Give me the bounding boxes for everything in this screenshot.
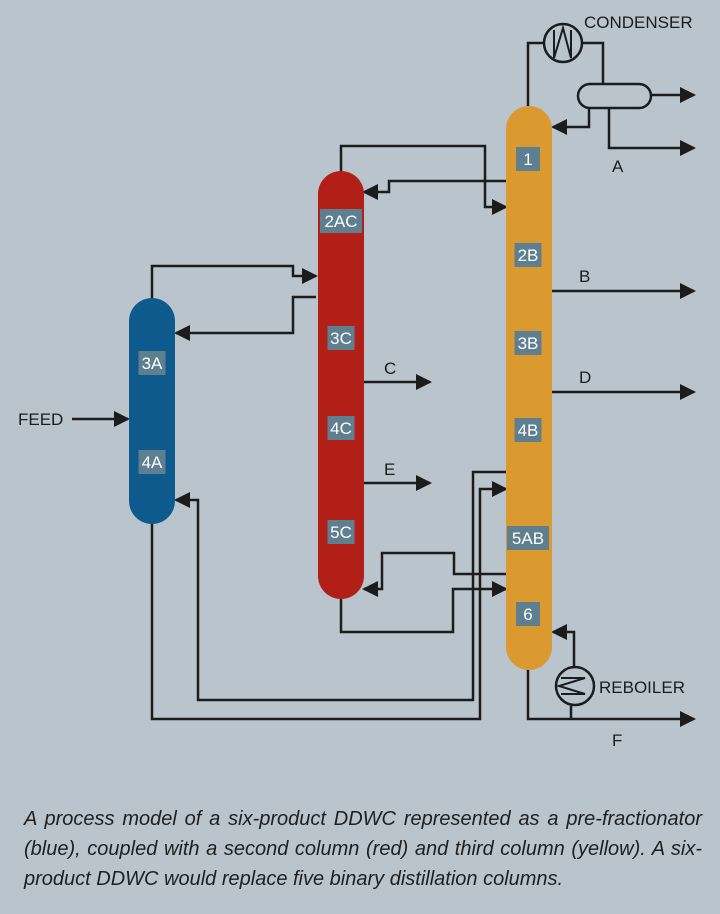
figure-caption: A process model of a six-product DDWC re…	[24, 808, 702, 890]
product-label-c: C	[384, 359, 396, 378]
section-tag-6: 6	[516, 602, 540, 626]
section-tag-label: 4A	[142, 453, 163, 472]
section-tag-4c: 4C	[327, 416, 355, 440]
reboiler-label: REBOILER	[599, 678, 685, 697]
section-tag-label: 6	[523, 605, 532, 624]
section-tag-box	[320, 209, 362, 233]
condenser-icon	[542, 22, 584, 64]
product-label-b: B	[579, 267, 590, 286]
pipe-yellow-bottom-to-product-f	[526, 669, 696, 727]
section-tag-label: 3C	[330, 329, 352, 348]
section-tag-label: 4B	[518, 421, 539, 440]
reflux-drum-icon	[576, 82, 653, 110]
section-tag-4b: 4B	[514, 418, 542, 442]
reboiler-coil	[555, 677, 586, 695]
reboiler	[554, 665, 596, 707]
column-second	[318, 171, 364, 599]
section-tag-2ac: 2AC	[320, 209, 362, 233]
product-label-f: F	[612, 731, 622, 750]
pipe-red-to-blue-top	[174, 295, 316, 341]
pipe-yellow-to-blue-bottom	[174, 470, 506, 702]
condenser-coil	[553, 24, 572, 59]
product-label-d: D	[579, 368, 591, 387]
column-third	[506, 106, 552, 670]
section-tag-box	[327, 520, 355, 544]
pipe-product-a	[607, 108, 696, 156]
section-tag-2b: 2B	[514, 243, 542, 267]
feed-label: FEED	[18, 410, 63, 429]
pipe-blue-top-to-red	[150, 264, 318, 298]
section-tag-label: 5C	[330, 523, 352, 542]
pipe-red-bottom-to-yellow	[339, 581, 508, 634]
section-tag-3c: 3C	[327, 326, 355, 350]
section-tag-label: 2B	[518, 246, 539, 265]
pipe-blue-bottom-to-yellow	[150, 481, 508, 721]
section-tag-box	[516, 602, 540, 626]
product-label-a: A	[612, 157, 624, 176]
condenser-label: CONDENSER	[584, 13, 693, 32]
section-tag-3a: 3A	[138, 351, 166, 375]
column-prefractionator	[129, 298, 175, 524]
section-tag-5c: 5C	[327, 520, 355, 544]
section-tag-4a: 4A	[138, 450, 166, 474]
section-tag-1: 1	[516, 147, 540, 171]
section-tag-label: 2AC	[324, 212, 357, 231]
pipe-red-top-to-yellow	[339, 144, 508, 215]
pipe-condenser-to-drum	[583, 41, 605, 84]
pipe-drum-reflux	[551, 108, 591, 135]
section-tag-box	[327, 326, 355, 350]
section-tag-box	[514, 331, 542, 355]
condenser	[542, 22, 584, 64]
section-tag-5ab: 5AB	[507, 526, 549, 550]
pipe-yellow-top-to-condenser	[526, 41, 543, 106]
section-tag-label: 3B	[518, 334, 539, 353]
section-tag-label: 5AB	[512, 529, 544, 548]
section-tag-box	[507, 526, 549, 550]
section-tag-box	[516, 147, 540, 171]
pipe-yellow-to-red-top	[362, 179, 506, 200]
section-tag-box	[514, 418, 542, 442]
section-tag-box	[514, 243, 542, 267]
section-tag-label: 1	[523, 150, 532, 169]
section-tag-label: 3A	[142, 354, 163, 373]
section-tag-box	[138, 450, 166, 474]
section-tag-label: 4C	[330, 419, 352, 438]
section-tag-box	[327, 416, 355, 440]
pipe-reboiler-return	[551, 624, 576, 666]
product-label-e: E	[384, 460, 395, 479]
section-tag-3b: 3B	[514, 331, 542, 355]
section-tag-box	[138, 351, 166, 375]
pipe-yellow-to-red-bottom	[362, 551, 506, 597]
